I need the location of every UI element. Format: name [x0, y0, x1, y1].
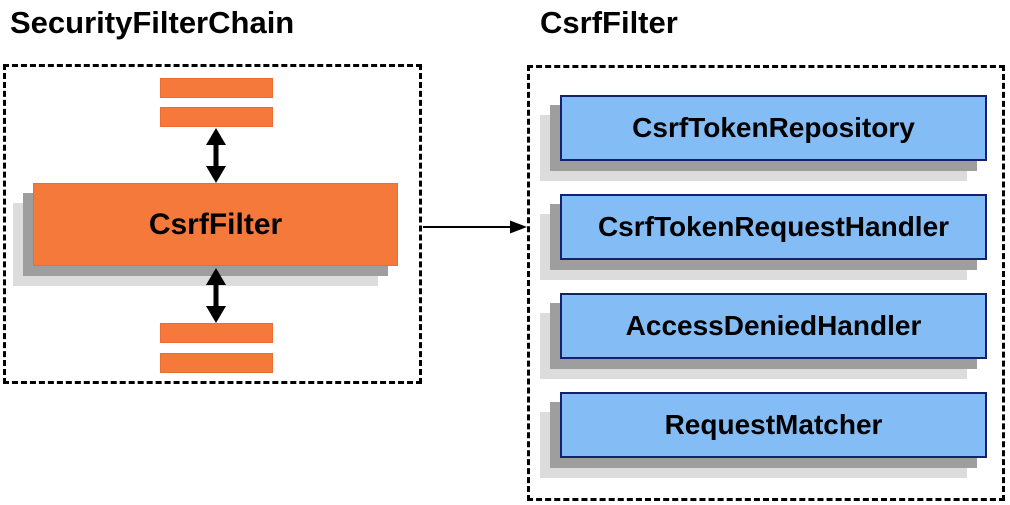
- csrf-filter-node: CsrfFilter: [33, 183, 398, 266]
- bidirectional-arrow-icon-bottom: [206, 268, 226, 323]
- security-filter-chain-container: [3, 64, 422, 384]
- filter-placeholder-bar-bottom-2: [160, 353, 273, 373]
- component-label: RequestMatcher: [664, 409, 883, 440]
- csrf-filter-node-label: CsrfFilter: [148, 207, 283, 241]
- component-csrf-token-repository: CsrfTokenRepository: [560, 95, 987, 161]
- csrf-filter-container: [527, 65, 1005, 501]
- flow-arrow-icon: [423, 220, 527, 234]
- filter-placeholder-bar-top-1: [160, 78, 273, 98]
- component-label: AccessDeniedHandler: [625, 310, 922, 341]
- component-label: CsrfTokenRepository: [632, 112, 915, 143]
- bidirectional-arrow-icon-top: [206, 128, 226, 183]
- component-csrf-token-request-handler: CsrfTokenRequestHandler: [560, 194, 987, 260]
- csrf-filter-title: CsrfFilter: [540, 5, 678, 40]
- filter-placeholder-bar-bottom-1: [160, 323, 273, 343]
- filter-placeholder-bar-top-2: [160, 107, 273, 127]
- security-filter-chain-title: SecurityFilterChain: [10, 5, 295, 40]
- component-access-denied-handler: AccessDeniedHandler: [560, 293, 987, 359]
- component-request-matcher: RequestMatcher: [560, 392, 987, 458]
- component-label: CsrfTokenRequestHandler: [597, 211, 950, 242]
